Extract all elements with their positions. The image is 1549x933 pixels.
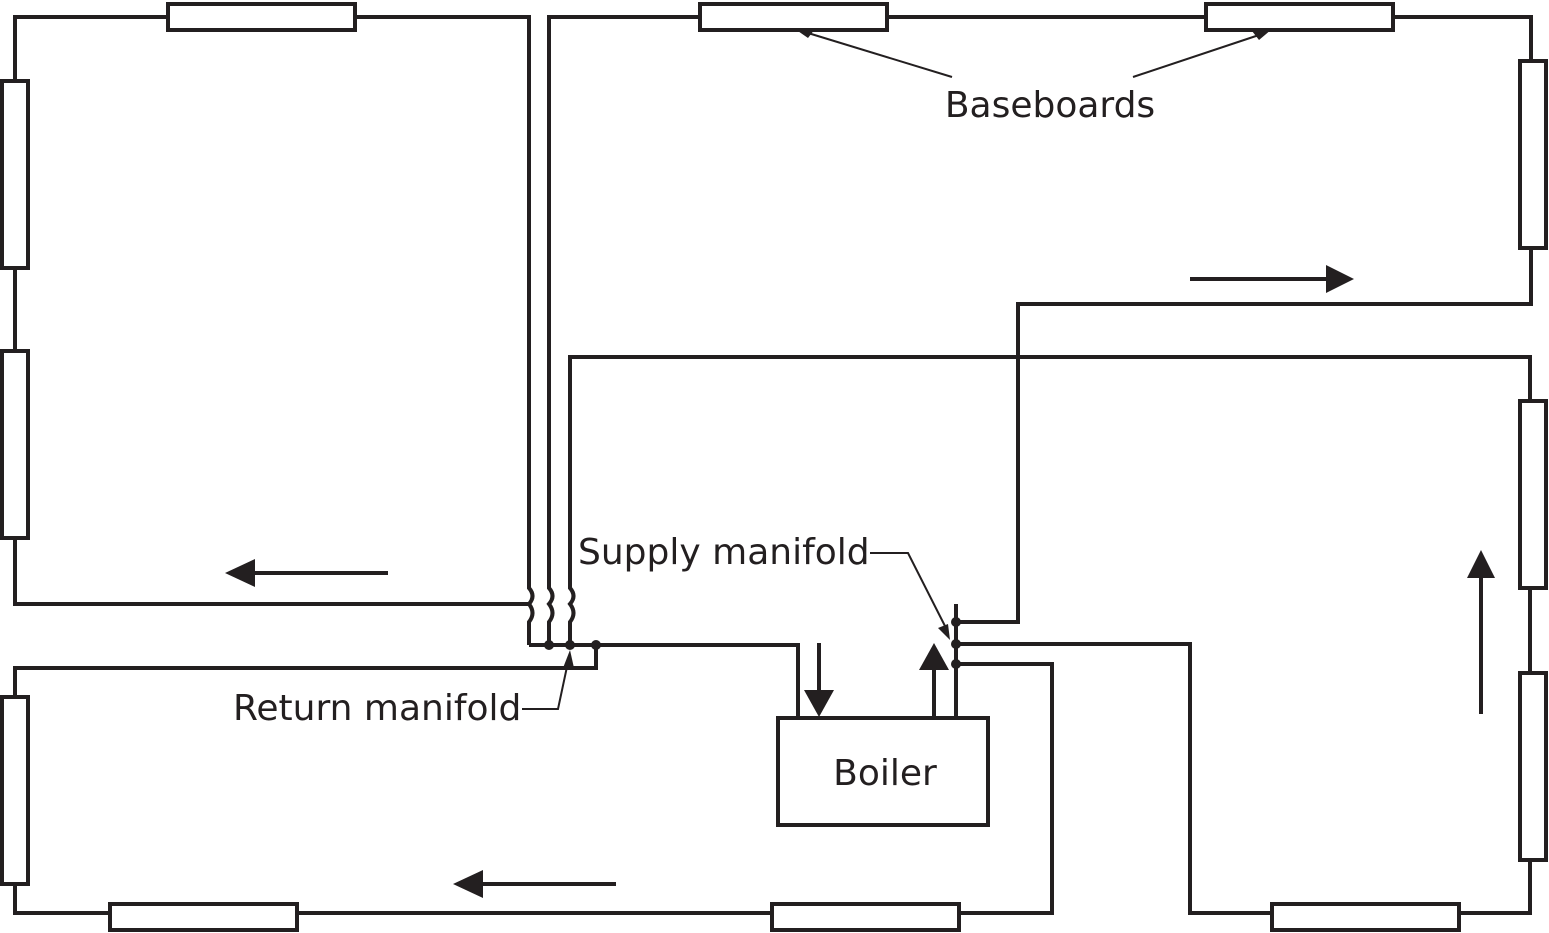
leader-line [1132,33,1263,78]
pipe-east [567,355,1532,915]
baseboard [0,349,30,540]
baseboard [108,902,299,932]
flow-arrow-up [1467,550,1495,714]
return-manifold [529,640,800,718]
pipe-southwest [13,645,1054,915]
baseboards-callout: Baseboards [795,29,1272,126]
supply-manifold-callout: Supply manifold [578,532,950,640]
junction-dot [591,640,601,650]
southwest-loop [0,645,1054,932]
junction-dot [565,640,575,650]
boiler: Boiler [776,716,990,827]
arrowhead-icon [795,29,815,38]
northeast-loop [546,2,1548,645]
junction-dot [544,640,554,650]
junction-dot [951,617,961,627]
baseboard [1270,902,1461,932]
baseboard [166,2,357,32]
boiler-label: Boiler [833,753,937,794]
east-loop [567,355,1548,932]
supply-manifold-label: Supply manifold [578,532,870,573]
baseboard [0,79,30,270]
northwest-loop [0,2,535,645]
return-manifold-callout: Return manifold [233,650,574,729]
baseboard [1518,59,1548,250]
junction-dot [951,639,961,649]
baseboard [1204,2,1395,32]
leader-line [870,552,948,631]
arrowhead-icon [1252,29,1272,40]
baseboard [770,902,961,932]
return-header [529,643,800,718]
flow-arrow-right [1190,265,1354,293]
junction-dot [951,659,961,669]
leader-line [522,661,569,710]
baseboard [0,695,30,886]
leader-line [807,32,953,78]
flow-arrow-down [804,643,834,717]
pipe-northwest [13,15,535,645]
arrowhead-icon [563,650,574,668]
flow-arrow-left [453,870,616,898]
arrowhead-icon [938,624,950,640]
baseboard [1518,399,1548,590]
flow-arrow-up [919,643,949,718]
return-manifold-label: Return manifold [233,688,521,729]
baseboards-label: Baseboards [945,85,1155,126]
supply-manifold [951,604,961,718]
baseboard [1518,671,1548,862]
baseboard [698,2,889,32]
flow-arrow-left [225,559,388,587]
boiler-box [776,716,990,827]
pipe-northeast-return [546,15,1533,645]
